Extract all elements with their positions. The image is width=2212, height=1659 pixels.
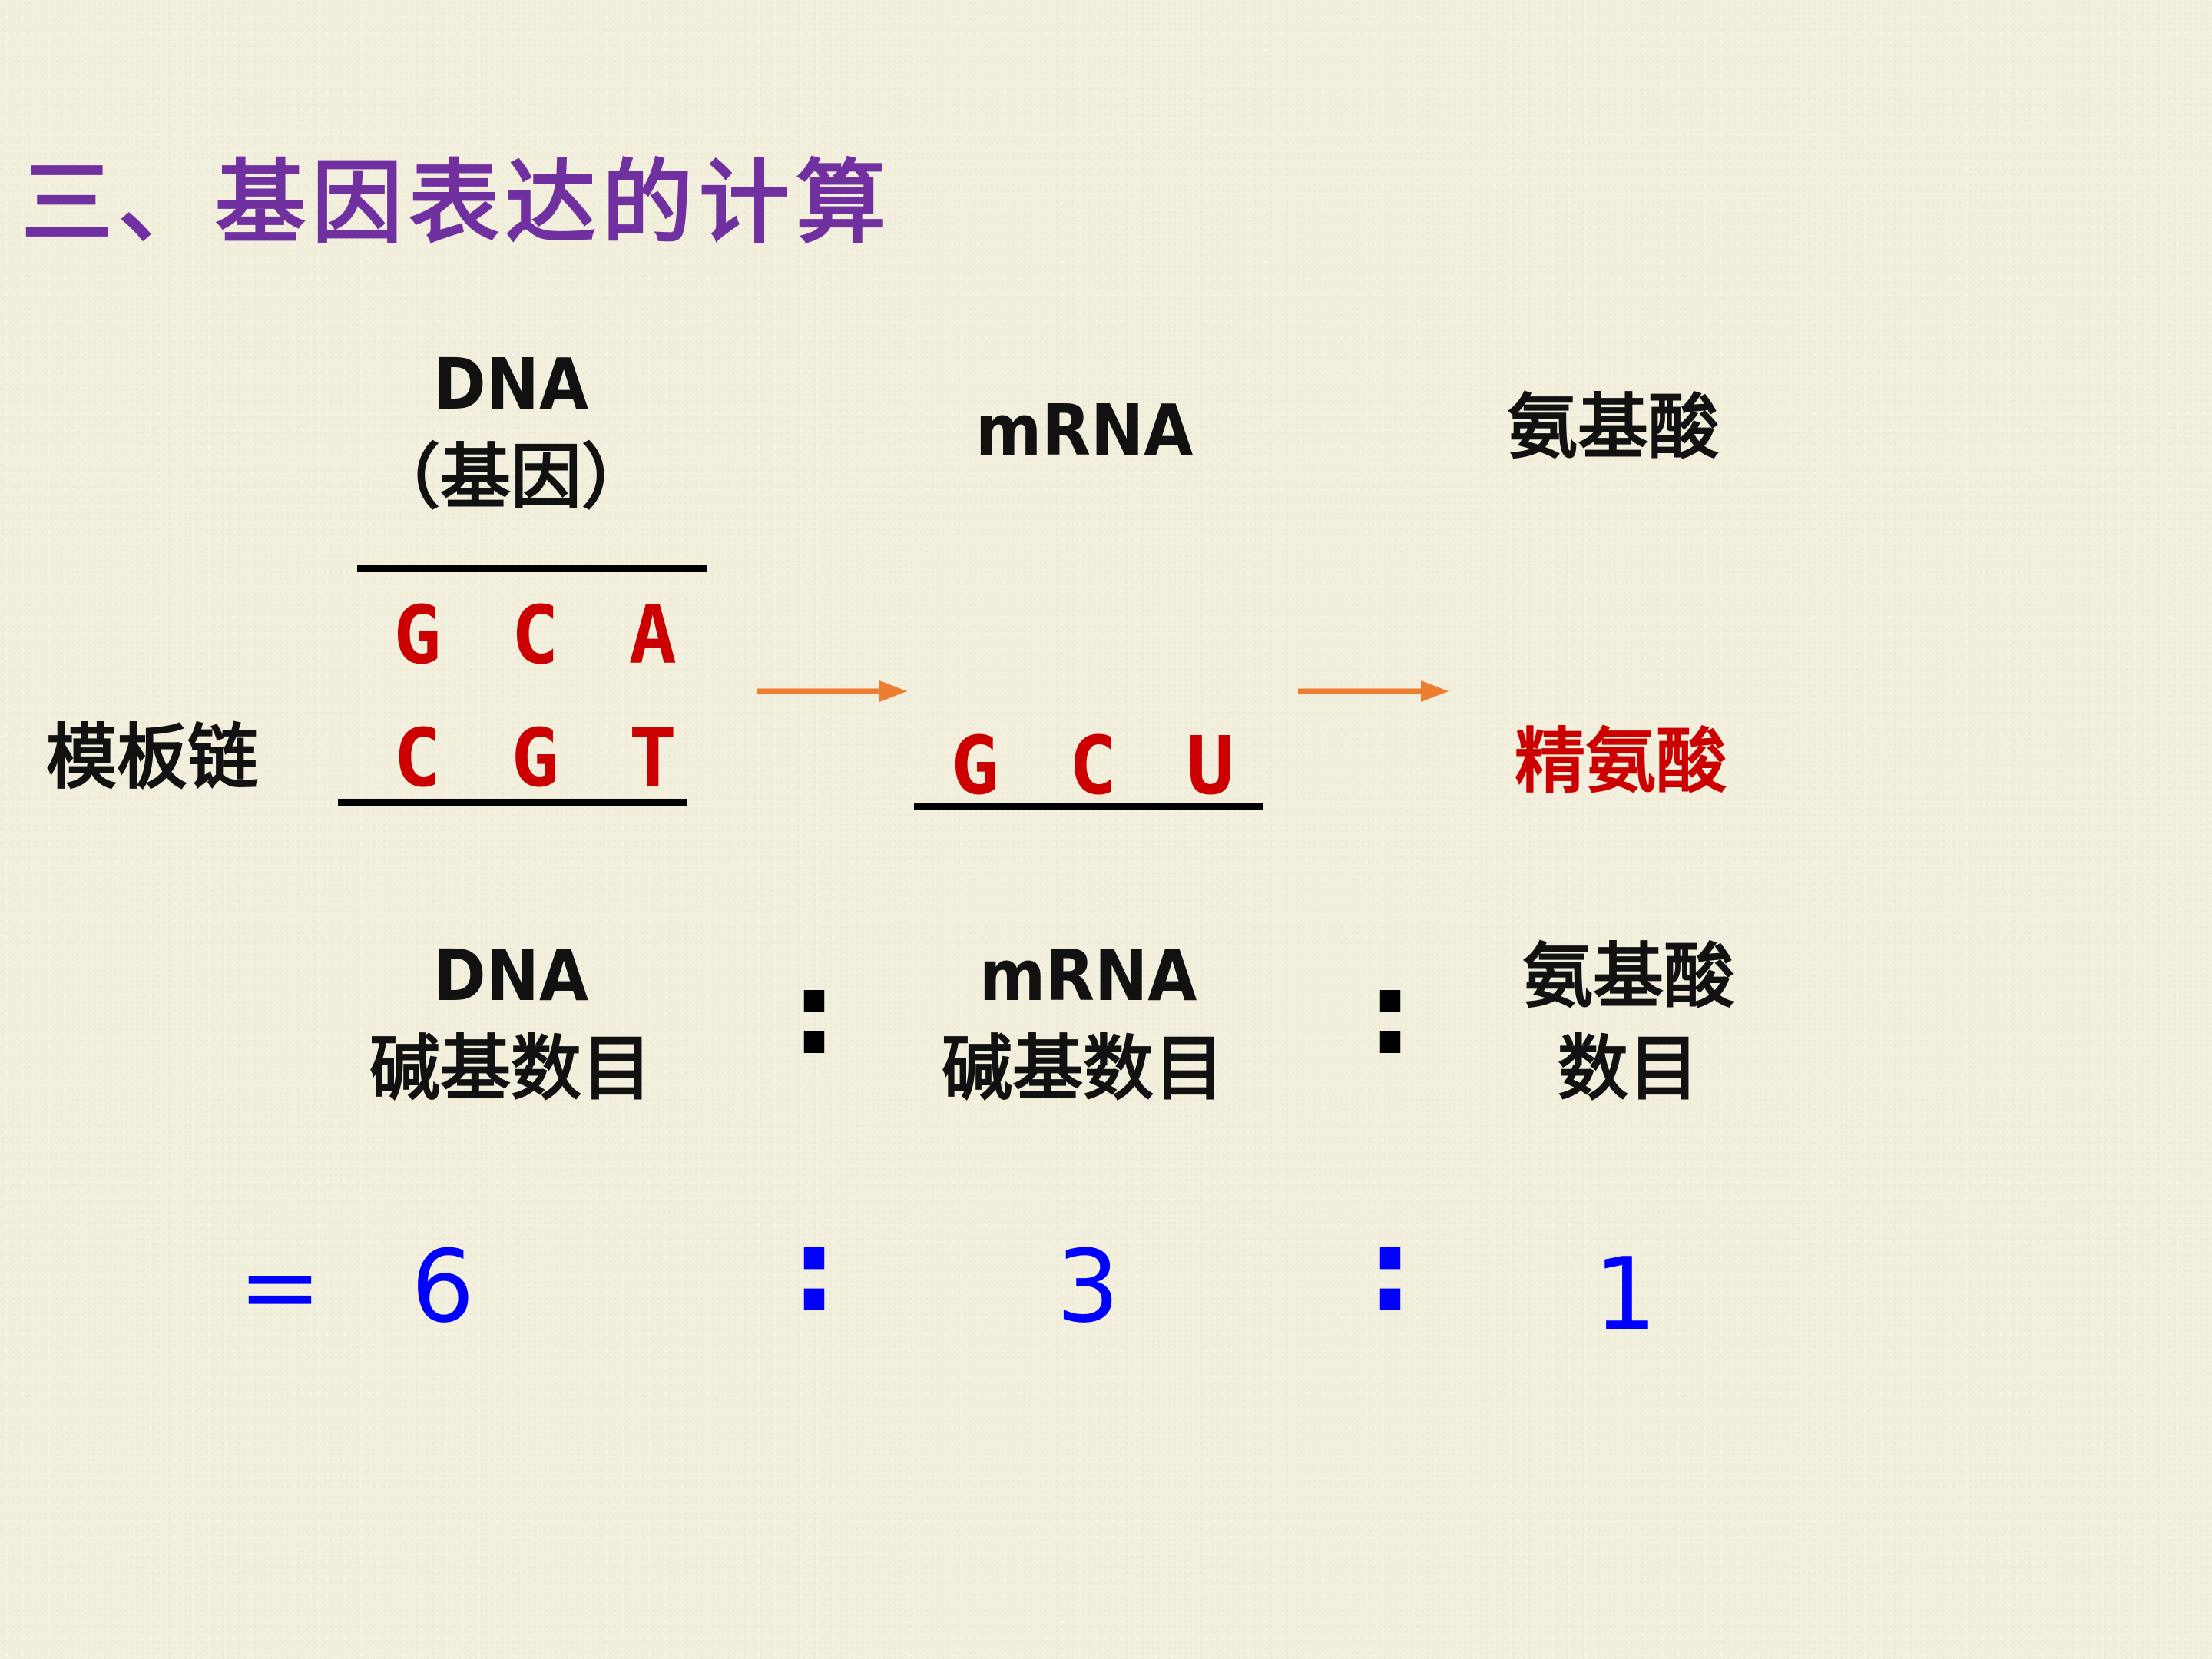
slide-title: 三、基因表达的计算 bbox=[22, 149, 893, 256]
mrna-count-value: 3 bbox=[1056, 1228, 1120, 1345]
dna-header: DNA bbox=[432, 343, 589, 426]
dna-count-value: 6 bbox=[411, 1228, 475, 1345]
mrna-count-label-line2: 碱基数目 bbox=[941, 1027, 1224, 1110]
equals-sign: = bbox=[238, 1228, 322, 1345]
dna-bottom-strand-line bbox=[338, 799, 687, 806]
ratio-separator-1: : bbox=[791, 947, 837, 1081]
template-strand-label: 模板链 bbox=[46, 716, 259, 799]
result-separator-1: : bbox=[791, 1204, 837, 1338]
mrna-sequence: G C U bbox=[951, 719, 1246, 813]
amino-count-label-line1: 氨基酸 bbox=[1522, 935, 1734, 1018]
ratio-separator-2: : bbox=[1367, 947, 1413, 1081]
amino-count-label-line2: 数目 bbox=[1557, 1027, 1699, 1110]
dna-count-label-line2: 碱基数目 bbox=[369, 1027, 652, 1110]
dna-coding-sequence: G C A bbox=[393, 588, 688, 682]
transcription-arrow-icon bbox=[757, 680, 907, 702]
amino-acid-header: 氨基酸 bbox=[1506, 386, 1719, 469]
dna-subheader: （基因） bbox=[369, 435, 652, 518]
dna-top-strand-line bbox=[357, 565, 707, 572]
dna-template-sequence: C G T bbox=[393, 711, 688, 805]
amino-count-value: 1 bbox=[1594, 1236, 1657, 1353]
result-separator-2: : bbox=[1367, 1204, 1413, 1338]
mrna-count-label-line1: mRNA bbox=[979, 935, 1197, 1017]
translation-arrow-icon bbox=[1298, 680, 1449, 702]
dna-count-label-line1: DNA bbox=[432, 935, 589, 1017]
mrna-header: mRNA bbox=[975, 389, 1194, 472]
mrna-strand-line bbox=[914, 803, 1263, 810]
amino-acid-product: 精氨酸 bbox=[1514, 720, 1727, 803]
